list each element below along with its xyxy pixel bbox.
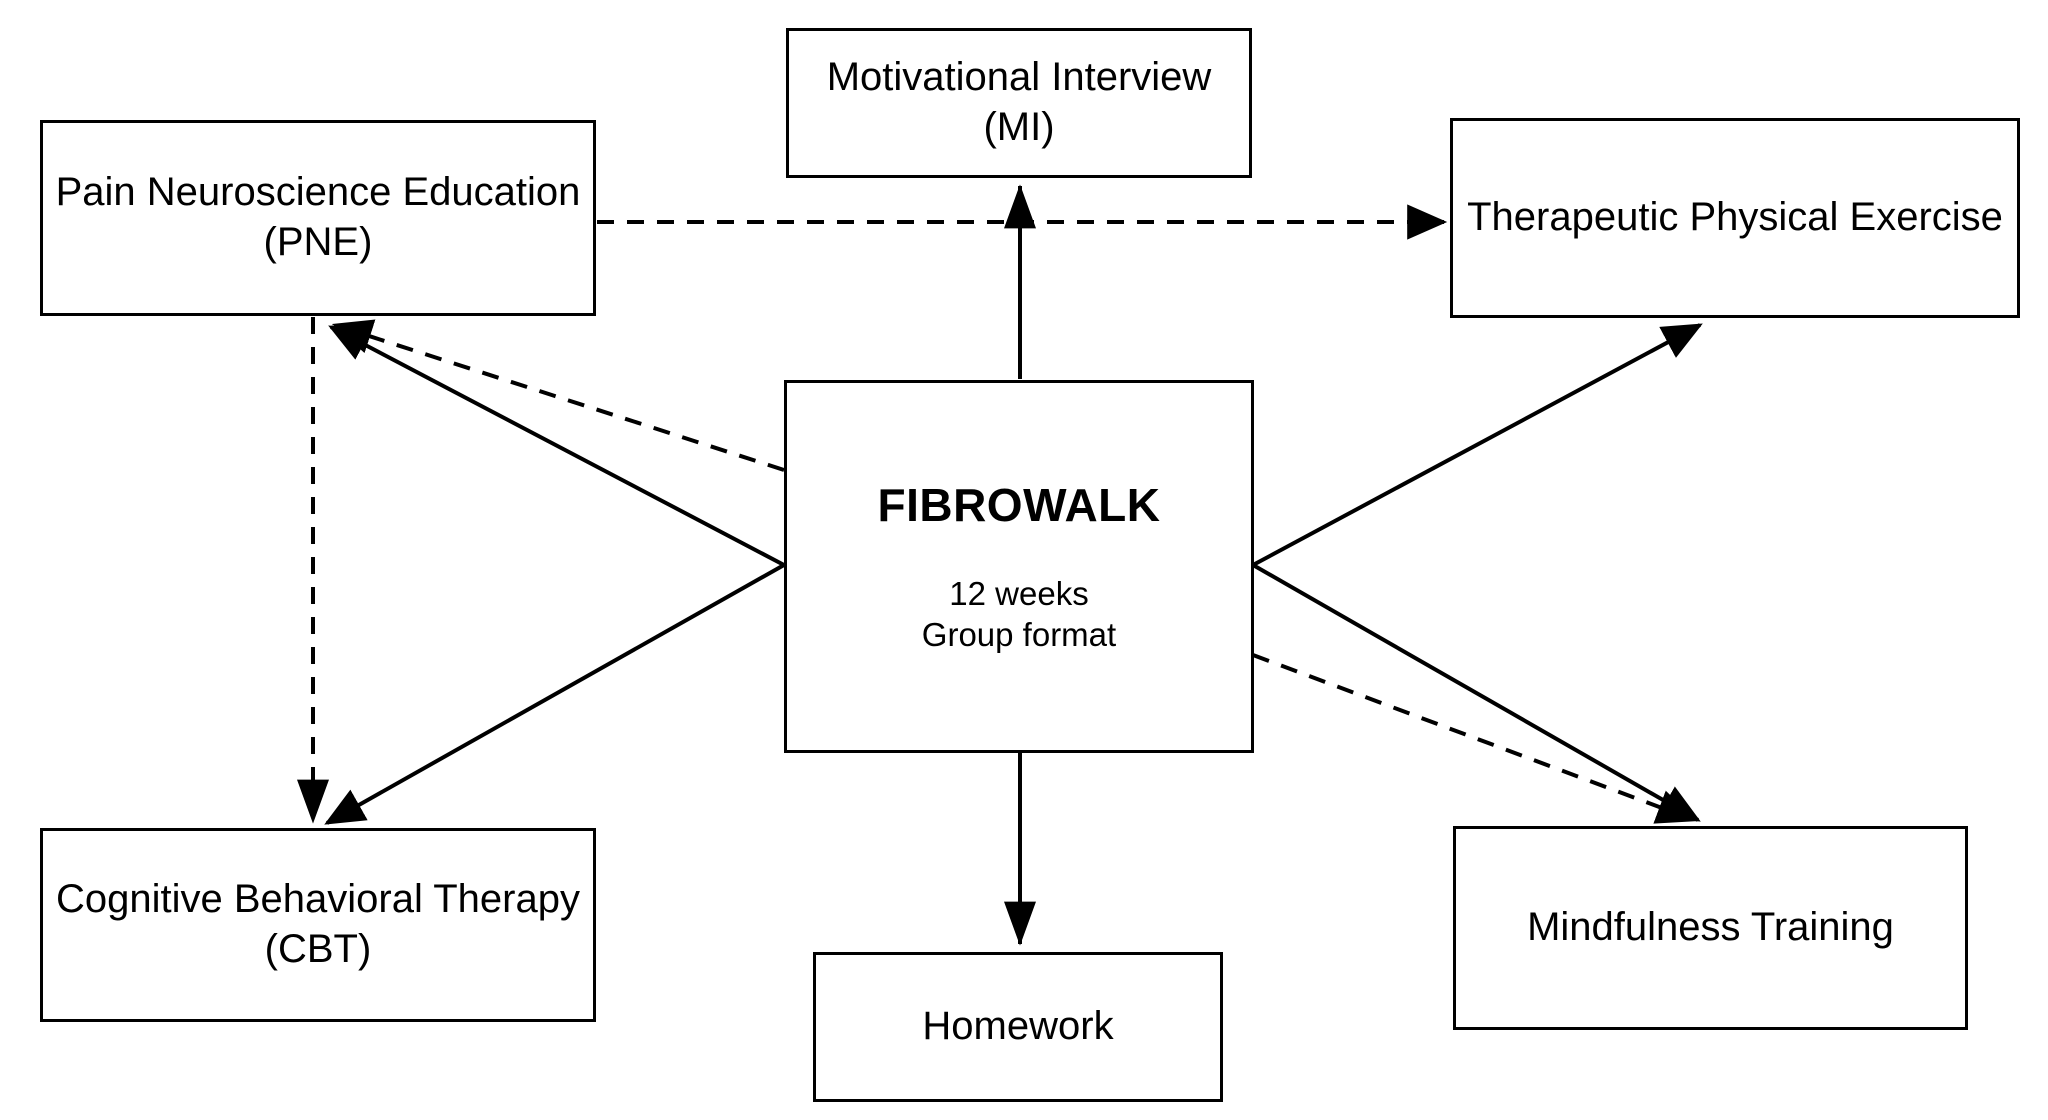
node-homework[interactable]: Homework <box>813 952 1223 1102</box>
node-cbt-line2: (CBT) <box>264 927 372 971</box>
edge-center-to-mindfulness-dashed <box>1252 653 1697 824</box>
node-pain-neuroscience-education[interactable]: Pain Neuroscience Education (PNE) <box>40 120 596 316</box>
node-homework-line1: Homework <box>922 1004 1114 1049</box>
node-center-sub2: Group format <box>921 616 1117 654</box>
node-cbt-line1: Cognitive Behavioral Therapy <box>55 877 580 922</box>
edge-center-to-cbt-solid <box>324 563 785 825</box>
node-pne-line1: Pain Neuroscience Education <box>55 170 581 215</box>
edge-center-to-tpe-solid <box>1252 323 1703 567</box>
edge-center-to-pne-dashed <box>331 319 785 472</box>
node-center-sub1: 12 weeks <box>949 575 1089 613</box>
node-mi-line2: (MI) <box>983 105 1055 149</box>
node-mindfulness-line1: Mindfulness Training <box>1527 905 1894 950</box>
node-mindfulness-training[interactable]: Mindfulness Training <box>1453 826 1968 1030</box>
node-fibrowalk-center[interactable]: FIBROWALK 12 weeks Group format <box>784 380 1254 753</box>
node-mi-line1: Motivational Interview <box>826 55 1212 100</box>
edge-center-to-pne-solid <box>328 325 785 567</box>
node-pne-line2: (PNE) <box>263 220 373 264</box>
node-center-title: FIBROWALK <box>877 479 1161 532</box>
node-therapeutic-physical-exercise[interactable]: Therapeutic Physical Exercise <box>1450 118 2020 318</box>
node-tpe-line1: Therapeutic Physical Exercise <box>1467 195 2003 240</box>
node-cognitive-behavioral-therapy[interactable]: Cognitive Behavioral Therapy (CBT) <box>40 828 596 1022</box>
node-motivational-interview[interactable]: Motivational Interview (MI) <box>786 28 1252 178</box>
edge-center-to-mindfulness-solid <box>1252 563 1701 822</box>
